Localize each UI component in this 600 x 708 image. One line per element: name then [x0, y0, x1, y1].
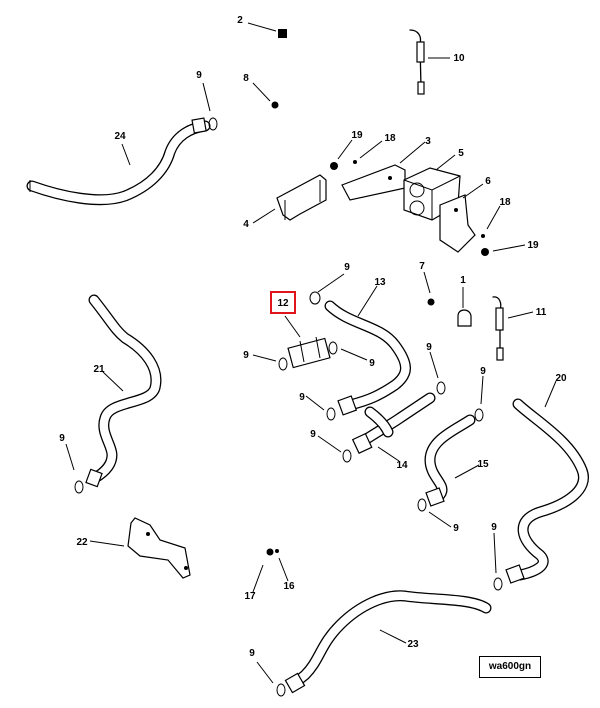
- tube-21: [85, 294, 162, 488]
- callout-3: 3: [425, 136, 431, 147]
- callout-13: 13: [374, 277, 386, 288]
- bracket-3: [341, 164, 406, 201]
- hose-12: [287, 336, 331, 369]
- callout-9: 9: [299, 392, 305, 403]
- tube-20: [505, 398, 589, 584]
- callout-22: 22: [76, 537, 88, 548]
- callout-16: 16: [283, 581, 295, 592]
- callout-9: 9: [344, 262, 350, 273]
- callout-23: 23: [407, 639, 419, 650]
- bracket-6: [439, 194, 476, 253]
- o-ring: [74, 480, 84, 494]
- callout-10: 10: [453, 53, 465, 64]
- nut-16: [275, 549, 279, 553]
- callout-9: 9: [426, 342, 432, 353]
- hardware: [266, 29, 489, 556]
- bolt-19b: [481, 248, 489, 256]
- tube-14: [351, 392, 436, 455]
- callout-9: 9: [196, 70, 202, 81]
- callout-19: 19: [527, 240, 539, 251]
- o-ring: [208, 117, 218, 131]
- sensor-10: [409, 29, 425, 95]
- callout-12-highlighted: 12: [277, 298, 289, 309]
- callout-9: 9: [243, 350, 249, 361]
- callout-19: 19: [351, 130, 363, 141]
- bracket-4: [276, 174, 327, 221]
- callout-18: 18: [384, 133, 396, 144]
- callout-8: 8: [243, 73, 249, 84]
- tube-23: [284, 590, 492, 694]
- o-rings-9: [276, 291, 503, 697]
- callout-17: 17: [244, 591, 256, 602]
- nut-7: [427, 298, 435, 306]
- callout-11: 11: [536, 307, 547, 318]
- tube-24: [26, 117, 211, 206]
- callout-5: 5: [458, 148, 464, 159]
- clamp-2: [278, 29, 287, 38]
- callout-24: 24: [114, 131, 126, 142]
- tube-15: [424, 414, 476, 507]
- nut-18b: [481, 234, 485, 238]
- leader-lines: [65, 22, 557, 684]
- callout-1: 1: [460, 275, 466, 286]
- drawing-id-label: wa600gn: [479, 656, 541, 678]
- clamp-1: [457, 309, 472, 327]
- callout-21: 21: [93, 364, 105, 375]
- tube-13: [324, 300, 411, 416]
- highlight-box: [270, 291, 296, 314]
- callout-7: 7: [419, 261, 425, 272]
- bolt-19: [330, 162, 338, 170]
- sensor-11: [492, 296, 504, 361]
- callout-9: 9: [369, 358, 375, 369]
- callout-20: 20: [555, 373, 567, 384]
- bolt-17: [266, 548, 274, 556]
- callout-18: 18: [499, 197, 511, 208]
- callout-14: 14: [396, 460, 408, 471]
- callout-labels: 2 10 8 9 24 19 18 3 5 6 4 18 19 9 13 7 1…: [59, 15, 567, 659]
- callout-2: 2: [237, 15, 243, 26]
- callout-15: 15: [477, 459, 489, 470]
- callout-9: 9: [59, 433, 65, 444]
- callout-9: 9: [310, 429, 316, 440]
- nut-18: [353, 160, 357, 164]
- callout-9: 9: [453, 523, 459, 534]
- callout-9: 9: [491, 522, 497, 533]
- callout-4: 4: [243, 219, 249, 230]
- plate-22: [127, 517, 191, 579]
- callout-6: 6: [485, 176, 491, 187]
- callout-9: 9: [249, 648, 255, 659]
- bolt-8: [271, 101, 279, 109]
- callout-9: 9: [480, 366, 486, 377]
